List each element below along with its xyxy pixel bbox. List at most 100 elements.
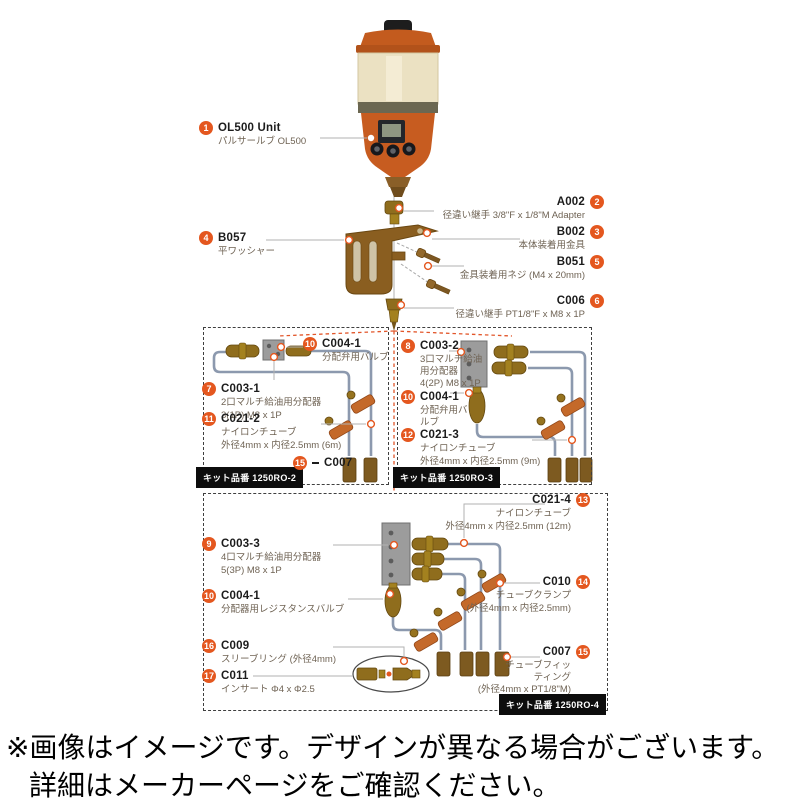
part-number-badge: 13 xyxy=(576,493,590,507)
part-label-c007-left: 15 C007 xyxy=(293,456,352,470)
part-code: C004-1 xyxy=(420,391,459,403)
part-code: C007 xyxy=(324,457,353,469)
disclaimer-line2: 詳細はメーカーページをご確認ください。 xyxy=(29,770,561,800)
part-code: C021-2 xyxy=(221,413,260,425)
badge-connector xyxy=(312,462,319,464)
part-label-c004-1-right: 10 C004-1 分配弁用バルブ xyxy=(401,390,470,428)
part-desc: 平ワッシャー xyxy=(218,246,276,257)
part-number-badge: 2 xyxy=(590,195,604,209)
part-label-c010: C010 14 チューブクランプ (外径4mm x 内径2.5mm) xyxy=(466,575,590,614)
screws-b051-illustration xyxy=(396,242,451,295)
part-code: C006 xyxy=(556,295,585,307)
part-label-c004-1-bottom: 10 C004-1 分配器用レジスタンスバルブ xyxy=(202,589,344,616)
part-number-badge: 10 xyxy=(303,337,317,351)
leader-lines xyxy=(266,137,520,309)
diagram-graphics xyxy=(212,20,593,693)
part-code: B057 xyxy=(218,232,247,244)
part-code: C003-3 xyxy=(221,538,260,550)
part-desc: チューブフィッティング xyxy=(505,660,571,683)
part-desc: ナイロンチューブ xyxy=(221,427,297,438)
part-label-c007-bottom: C007 15 チューブフィッティング (外径4mm x PT1/8"M) xyxy=(478,645,590,696)
kit-1250ro3-illustration xyxy=(449,340,593,483)
part-desc: 分配器用レジスタンスバルブ xyxy=(221,604,345,615)
part-code: C010 xyxy=(542,576,571,588)
part-desc: パルサールブ OL500 xyxy=(218,136,307,147)
part-number-badge: 14 xyxy=(576,575,590,589)
part-label-c009: 16 C009 スリーブリング (外径4mm) xyxy=(202,639,336,666)
kit-1250ro4-illustration xyxy=(253,503,545,693)
part-code: C003-2 xyxy=(420,340,459,352)
part-number-badge: 15 xyxy=(293,456,307,470)
part-desc: スリーブリング (外径4mm) xyxy=(221,654,337,665)
part-number-badge: 4 xyxy=(199,231,213,245)
part-code: C021-3 xyxy=(420,429,459,441)
part-desc: 4口マルチ給油用分配器 xyxy=(221,552,322,563)
part-code: A002 xyxy=(556,196,585,208)
part-desc: 金具装着用ネジ (M4 x 20mm) xyxy=(459,270,585,281)
part-desc: 分配弁用バルブ xyxy=(420,405,468,428)
part-number-badge: 16 xyxy=(202,639,216,653)
part-label-a002: A002 2 径違い継手 3/8"F x 1/8"M Adapter xyxy=(443,195,604,222)
part-desc: 5(3P) M8 x 1P xyxy=(221,564,282,576)
fitting-c006-illustration xyxy=(385,298,406,331)
part-label-b002: B002 3 本体装着用金具 xyxy=(518,225,604,252)
part-desc: 3(1P) M8 x 1P xyxy=(221,409,282,421)
part-desc: 外径4mm x 内径2.5mm (12m) xyxy=(445,520,571,532)
kit-1250ro2-illustration xyxy=(212,339,378,483)
part-label-c003-2: 8 C003-2 3口マルチ給油用分配器 4(2P) M8 x 1P xyxy=(401,339,484,390)
part-code: OL500 Unit xyxy=(218,122,281,134)
part-desc: (外径4mm x PT1/8"M) xyxy=(477,684,571,695)
part-desc: 本体装着用金具 xyxy=(518,240,585,251)
part-number-badge: 8 xyxy=(401,339,415,353)
part-desc: ナイロンチューブ xyxy=(495,508,571,519)
part-code: C004-1 xyxy=(221,590,260,602)
part-number-badge: 6 xyxy=(590,294,604,308)
part-code: C009 xyxy=(221,640,250,652)
adapter-a002-illustration xyxy=(384,200,404,225)
part-number-badge: 12 xyxy=(401,428,415,442)
part-desc: 径違い継手 3/8"F x 1/8"M Adapter xyxy=(442,210,585,221)
part-label-c021-2: 11 C021-2 ナイロンチューブ 外径4mm x 内径2.5mm (6m) xyxy=(202,412,341,451)
magnifier-ellipse xyxy=(352,655,430,693)
part-desc: ナイロンチューブ xyxy=(420,443,496,454)
kit-number-label-1250ro3: キット品番 1250RO-3 xyxy=(393,467,501,488)
part-code: C007 xyxy=(542,646,571,658)
part-label-c021-4: C021-4 13 ナイロンチューブ 外径4mm x 内径2.5mm (12m) xyxy=(445,493,590,532)
bracket-b002-illustration xyxy=(344,224,439,295)
part-number-badge: 10 xyxy=(401,390,415,404)
part-label-c003-3: 9 C003-3 4口マルチ給油用分配器 5(3P) M8 x 1P xyxy=(202,537,321,576)
part-number-badge: 15 xyxy=(576,645,590,659)
part-number-badge: 9 xyxy=(202,537,216,551)
part-code: B051 xyxy=(556,256,585,268)
kit-number-label-1250ro2: キット品番 1250RO-2 xyxy=(196,467,304,488)
part-desc: (外径4mm x 内径2.5mm) xyxy=(466,602,571,614)
part-number-badge: 3 xyxy=(590,225,604,239)
part-number-badge: 11 xyxy=(202,412,216,426)
ol500-unit-illustration xyxy=(356,20,440,197)
part-desc: 分配弁用バルブ xyxy=(322,352,389,363)
part-number-badge: 10 xyxy=(202,589,216,603)
part-desc: 外径4mm x 内径2.5mm (6m) xyxy=(221,439,342,451)
part-desc: 径違い継手 PT1/8"F x M8 x 1P xyxy=(455,309,585,320)
part-desc: 外径4mm x 内径2.5mm (9m) xyxy=(420,455,541,467)
part-code: B002 xyxy=(556,226,585,238)
part-code: C003-1 xyxy=(221,383,260,395)
part-code: C021-4 xyxy=(532,494,571,506)
part-desc: 4(2P) M8 x 1P xyxy=(420,378,481,389)
part-label-c021-3: 12 C021-3 ナイロンチューブ 外径4mm x 内径2.5mm (9m) xyxy=(401,428,540,467)
part-code: C011 xyxy=(221,670,249,682)
kit-box-1250ro4 xyxy=(203,493,608,711)
part-desc: インサート Φ4 x Φ2.5 xyxy=(221,684,315,695)
kit-number-label-1250ro4: キット品番 1250RO-4 xyxy=(499,694,607,715)
part-desc: チューブクランプ xyxy=(495,590,571,601)
part-number-badge: 1 xyxy=(199,121,213,135)
part-desc: 3口マルチ給油用分配器 xyxy=(420,354,483,377)
part-label-b057: 4 B057 平ワッシャー xyxy=(199,231,275,258)
part-label-c006: C006 6 径違い継手 PT1/8"F x M8 x 1P xyxy=(455,294,604,321)
disclaimer-line1: ※画像はイメージです。デザインが異なる場合がございます。 xyxy=(6,732,780,763)
